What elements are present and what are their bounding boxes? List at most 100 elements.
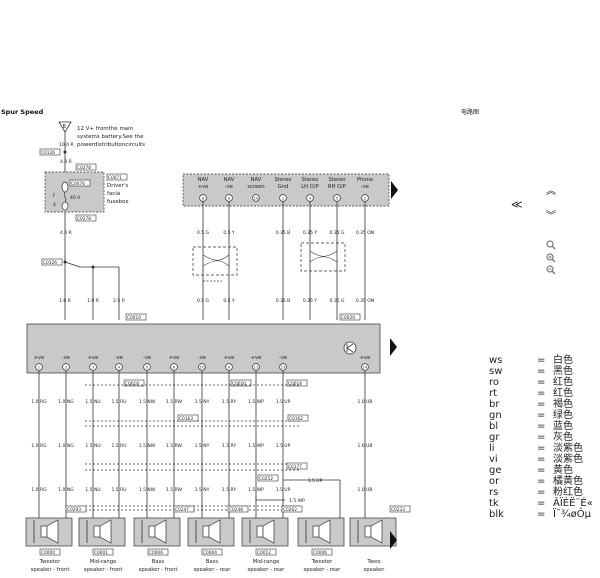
legend-color-name: 粉红色 — [553, 487, 583, 498]
amp-out-pin-4: 5 — [143, 363, 151, 371]
amp-out-pin-7: 9 — [225, 363, 233, 371]
speaker-3-conn-top-label: C0248 — [229, 507, 243, 513]
legend-equals: = — [537, 399, 546, 410]
power-wire-0: 1.0 R — [59, 298, 71, 304]
legend-row: ws=白色 — [489, 355, 593, 366]
supply-wire-low: 4.0 R — [60, 230, 72, 236]
top-pin-2-label1: NAV — [251, 177, 262, 183]
speaker-1-line1: Mid-range — [90, 559, 117, 565]
speakers-continue-arrow — [390, 531, 397, 549]
legend-code: blk — [489, 509, 504, 520]
top-pin-3-number: 1 — [282, 196, 285, 201]
facia-line-3: fusebox — [107, 199, 129, 205]
mid-conn-1-label: C0162 — [289, 416, 303, 422]
wire-row1-0: 1.0 RG — [31, 399, 47, 405]
wire-row3-10: 1.0 UB — [358, 487, 373, 493]
top-pin-1-number: 9 — [228, 196, 231, 201]
wire-row1-6: 1.5 NY — [195, 399, 210, 405]
top-pin-3-wire-b: 0.35 B — [276, 298, 291, 304]
speaker-2-conn-bot: C0006 — [147, 548, 169, 556]
top-pin-4-label2: LH O/P — [301, 184, 318, 190]
power-wire-1: 1.0 R — [87, 298, 99, 304]
speaker-2-conn-top: C0247 — [173, 505, 195, 513]
wire-row2-10: 1.0 UB — [358, 443, 373, 449]
legend-code: or — [489, 476, 500, 487]
legend-code: br — [489, 399, 500, 410]
wire-row3-2: 1.5 NU — [85, 487, 100, 493]
amp-out-pin-7-label: +ve — [224, 355, 235, 361]
fuse-number: 4 — [53, 202, 56, 208]
speaker-5-conn-bot-label: C0006 — [313, 550, 327, 556]
wire-row1-10: 1.0 UB — [358, 399, 373, 405]
side-wire-a: 1.5 UP — [308, 478, 323, 484]
speaker-0-line1: Tweeter — [39, 559, 62, 565]
legend-code: li — [489, 443, 495, 454]
speaker-3-conn-bot-label: C0004 — [203, 550, 217, 556]
legend-color-name: 蓝色 — [553, 421, 573, 432]
wire-row3-0: 1.0 RG — [31, 487, 47, 493]
legend-row: sw=黑色 — [489, 366, 593, 377]
supply-conn-split: C0126 — [43, 260, 57, 266]
amp-out-pin-2: 3 — [89, 363, 97, 371]
out-conn-0: C0018 — [123, 379, 145, 387]
legend-color-name: 淡紫色 — [553, 454, 583, 465]
legend-color-name: Ï¯¾øÔµ — [553, 509, 591, 520]
supply-conn-mid: C0278 — [77, 165, 91, 171]
amp-out-pin-3-label: -ve — [115, 355, 123, 361]
amp-out-pin-10: 14 — [361, 363, 369, 371]
legend-code: ro — [489, 377, 500, 388]
legend-code: ws — [489, 355, 503, 366]
mid-conn-0-label: C0163 — [179, 416, 193, 422]
supply-note-line-3: powerdistributioncircuits — [77, 142, 145, 148]
mid-conn-0: C0163 — [177, 414, 199, 422]
supply-wire-top: 10.0 R — [59, 142, 74, 148]
wire-row1-5: 1.5 RW — [166, 399, 183, 405]
zoom-out-icon[interactable] — [546, 265, 556, 275]
zoom-fit-icon[interactable] — [546, 240, 556, 250]
speaker-3-line1: Bass — [206, 559, 219, 565]
top-pin-5-wire-b: 0.35 G — [330, 298, 345, 304]
page-down-icon[interactable]: ︾ — [546, 210, 556, 222]
legend-equals: = — [537, 410, 546, 421]
top-pin-3: 1 — [279, 194, 287, 202]
amp-output-pins: +ve1-ve2+ve3-ve4-ve5+ve6-ve10+ve9+ve12-v… — [34, 355, 370, 371]
top-pin-6-wire-b: 0.35 ON — [356, 298, 374, 304]
amp-out-pin-7-number: 9 — [228, 365, 231, 370]
legend-code: gr — [489, 432, 500, 443]
back-icon[interactable]: ≪ — [511, 198, 523, 211]
amp-out-pin-6-number: 10 — [200, 365, 205, 370]
amp-out-pin-8-label: +ve — [251, 355, 262, 361]
top-pin-6-number: 2 — [364, 196, 367, 201]
speaker-4-line2: speaker - rear — [248, 567, 286, 573]
zoom-in-icon[interactable] — [546, 253, 556, 263]
amp-out-pin-3: 4 — [115, 363, 123, 371]
supply-conn-top: C0126 — [41, 150, 55, 156]
supply-note-line-2: systems battery.See the — [77, 134, 144, 140]
legend-color-name: 淡紫色 — [553, 443, 583, 454]
speaker-5-line1: Tweeter — [311, 559, 334, 565]
legend-row: br=褐色 — [489, 399, 593, 410]
top-pin-6: 2 — [361, 194, 369, 202]
top-pin-0-label2: +ve — [198, 184, 209, 190]
wire-row2-5: 1.5 RW — [166, 443, 183, 449]
page-up-icon[interactable]: ︽ — [546, 186, 556, 197]
top-pin-5-label1: Stereo — [329, 177, 346, 183]
wire-row2-0: 1.0 RG — [31, 443, 47, 449]
top-pin-1: 9 — [225, 194, 233, 202]
top-pin-1-wire-a: 0.5 Y — [223, 230, 235, 236]
wire-row1-7: 1.5 RY — [222, 399, 236, 405]
speaker-0-conn-bot-label: C0000 — [41, 550, 55, 556]
legend-row: ge=黄色 — [489, 465, 593, 476]
top-pin-1-label1: NAV — [224, 177, 235, 183]
legend-code: tk — [489, 498, 499, 509]
amp-out-pin-2-number: 3 — [92, 365, 95, 370]
legend-code: gn — [489, 410, 502, 421]
top-pin-6-label2: -ve — [361, 184, 369, 190]
legend-code: rs — [489, 487, 499, 498]
top-pin-6-label1: Phone — [357, 177, 373, 183]
